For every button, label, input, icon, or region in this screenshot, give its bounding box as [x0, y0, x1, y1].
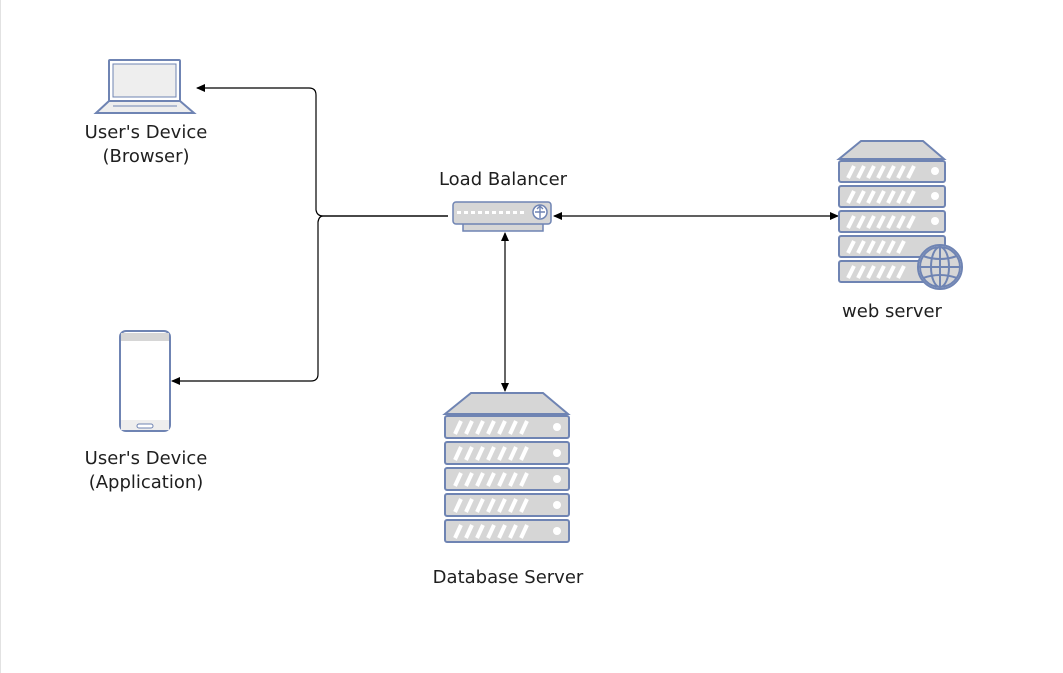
app-device-label: User's Device (Application) [71, 447, 221, 495]
browser-device-label: User's Device (Browser) [71, 121, 221, 169]
browser-device-label-line1: User's Device [84, 122, 208, 143]
connector-lb-to-browser[interactable] [196, 84, 448, 217]
connectors [171, 84, 839, 392]
web-server-icon[interactable] [836, 140, 963, 290]
smartphone-icon[interactable] [119, 330, 171, 432]
database-server-label: Database Server [432, 567, 584, 588]
load-balancer-label: Load Balancer [438, 169, 568, 190]
app-device-label-line1: User's Device [84, 448, 208, 469]
app-device-label-line2: (Application) [88, 472, 204, 493]
browser-device-label-line2: (Browser) [102, 146, 190, 167]
connector-lb-to-app[interactable] [171, 215, 448, 385]
laptop-icon[interactable] [93, 59, 197, 114]
database-server-icon[interactable] [442, 392, 571, 543]
web-server-label: web server [842, 301, 942, 322]
globe-icon [917, 244, 963, 290]
load-balancer-icon[interactable] [452, 201, 552, 232]
